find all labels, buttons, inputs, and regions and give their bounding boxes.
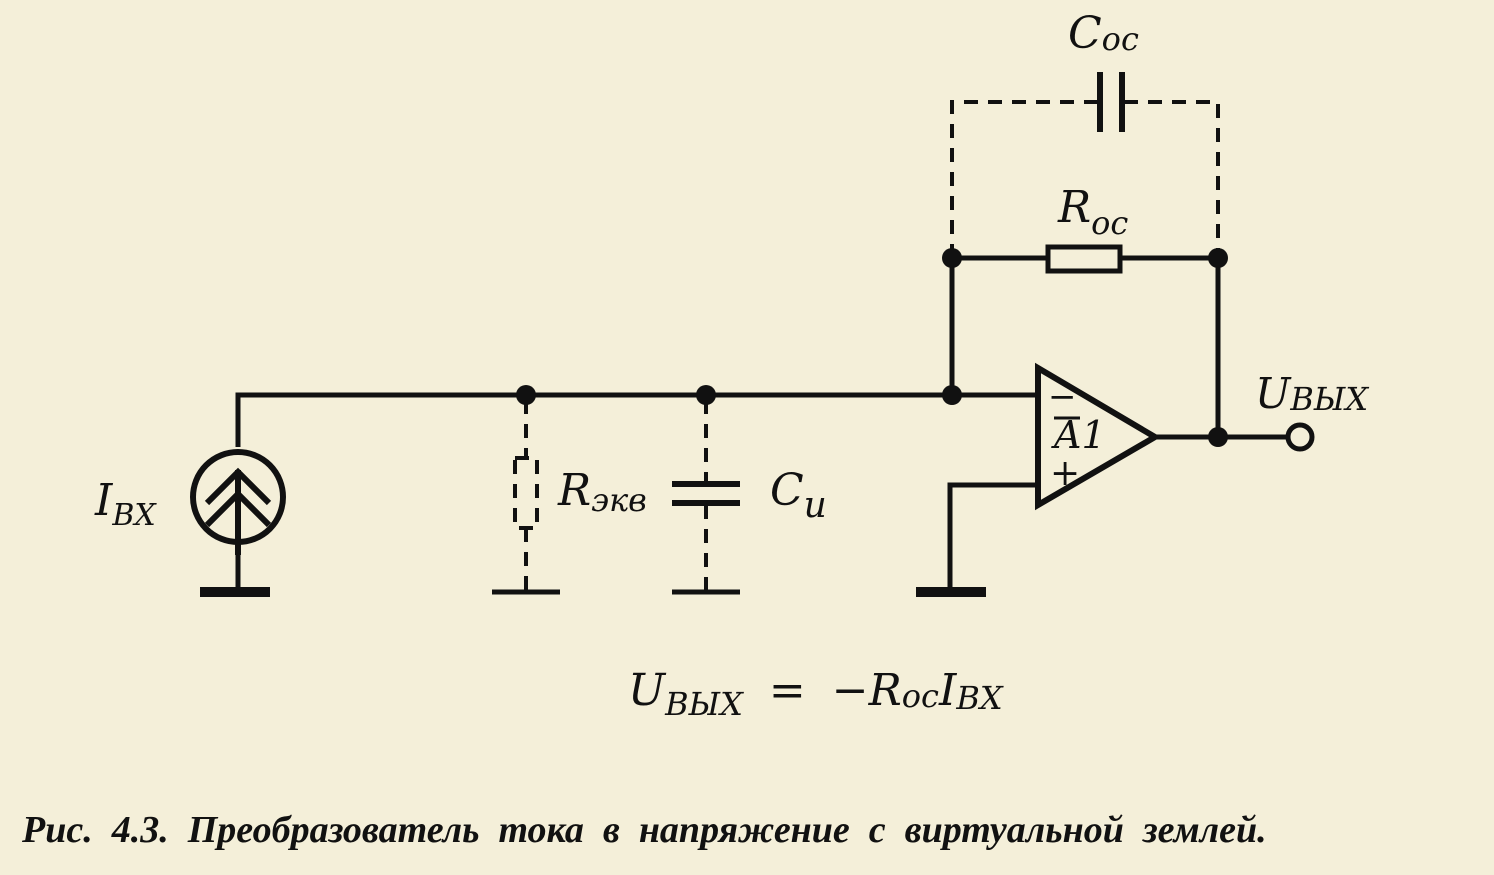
r-fb-label: Rос [1057,182,1128,242]
feedback-resistor [949,244,1221,437]
input-wire [235,392,1040,447]
opamp-minus-sign: − [1048,377,1077,417]
feedback-capacitor [950,72,1220,258]
op-amp [1035,362,1161,511]
c-fb-label: Cос [1068,8,1139,59]
c-input [672,400,740,595]
junction-dot [696,385,716,405]
current-source [190,449,286,597]
figure-caption: Рис. 4.3. Преобразователь тока в напряже… [21,809,1267,851]
r-equivalent [492,400,560,595]
c-in-label: Cu [770,465,827,526]
formula: UВЫХ=−RосIВХ [628,665,1004,723]
u-out-label: UВЫХ [1255,369,1369,418]
opamp-name: A1 [1051,413,1106,457]
opamp-plus-sign: + [1050,453,1080,494]
junction-dot [516,385,536,405]
r-eq-label: Rэкв [557,465,647,519]
junction-dot [1208,427,1228,447]
output-wire [1155,422,1315,452]
i-in-label: IВХ [94,475,157,533]
noninverting-ground [916,482,1038,597]
